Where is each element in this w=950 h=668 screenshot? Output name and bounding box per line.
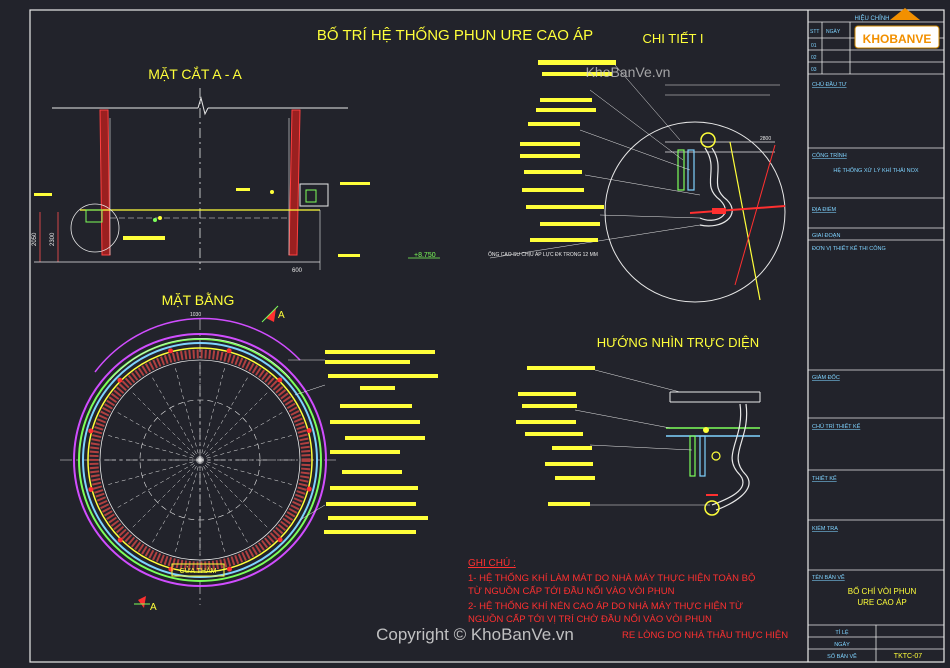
plan-view: CỬA THĂM A A 1030 xyxy=(60,305,438,613)
rev-row-1: 01 xyxy=(811,43,817,49)
nozzle-marker xyxy=(226,566,232,572)
nozzle-marker xyxy=(168,566,174,572)
rev-row-3: 03 xyxy=(811,67,817,73)
note-line-3: 2- HỆ THỐNG KHÍ NÉN CAO ÁP DO NHÀ MÁY TH… xyxy=(468,600,743,612)
section-marker-top: A xyxy=(278,310,285,321)
contractor-label: ĐƠN VỊ THIẾT KẾ THI CÔNG xyxy=(812,245,886,252)
nozzle-marker xyxy=(306,428,312,434)
notes-heading: GHI CHÚ : xyxy=(468,556,516,569)
date-label: NGÀY xyxy=(834,641,850,648)
front-view-title: HƯỚNG NHÌN TRỰC DIỆN xyxy=(597,335,759,350)
radial-line xyxy=(199,459,270,530)
revision-header: HIỆU CHỈNH xyxy=(854,14,889,22)
director-label: GIÁM ĐỐC xyxy=(812,374,840,381)
nozzle-marker xyxy=(226,348,232,354)
plan-radial-lines xyxy=(102,362,298,558)
copyright-watermark: Copyright © KhoBanVe.vn xyxy=(376,625,574,644)
drawing-name-label: TÊN BẢN VẼ xyxy=(812,573,845,581)
nozzle-marker xyxy=(277,537,283,543)
plan-nozzles xyxy=(88,348,312,572)
radial-line xyxy=(199,365,226,461)
dim-2300: 2300 xyxy=(50,232,56,246)
pipe-note: ỐNG CAO SU CHỊU ÁP LỰC ĐK TRONG 12 MM xyxy=(488,251,598,258)
radial-line xyxy=(130,390,201,461)
section-aa-title: MẶT CẮT A - A xyxy=(148,65,242,82)
radial-line xyxy=(199,410,285,461)
checker-label: KIỂM TRA xyxy=(812,525,838,532)
radial-line xyxy=(150,375,201,461)
radial-line xyxy=(105,434,201,461)
radial-line xyxy=(199,390,270,461)
drawing-name-1: BỐ CHÍ VÒI PHUN xyxy=(848,586,917,596)
manhole-label: CỬA THĂM xyxy=(180,566,217,575)
chief-designer-label: CHỦ TRÌ THIẾT KẾ xyxy=(812,423,861,430)
rev-col-stt: STT xyxy=(810,29,819,35)
radial-line xyxy=(199,434,295,461)
watermark-site: KhoBanVe.vn xyxy=(586,64,671,80)
title-block-text: HIỆU CHỈNH STT NGÀY 01 02 03 CHỦ ĐẦU TƯ … xyxy=(810,14,922,660)
radial-line xyxy=(199,459,295,486)
radial-line xyxy=(199,459,226,555)
radial-line xyxy=(199,459,285,510)
note-line-1: 1- HỆ THỐNG KHÍ LÀM MÁT DO NHÀ MÁY THỰC … xyxy=(468,572,755,584)
radial-line xyxy=(115,410,201,461)
note-line-4: NGUỒN CẤP TỚI VỊ TRÍ CHỜ ĐẦU NỐI VÀO VÒI… xyxy=(468,613,712,625)
elevation-mark: +8.750 xyxy=(414,252,436,259)
radial-line xyxy=(199,375,250,461)
logo-text: KHOBANVE xyxy=(863,32,932,46)
note-line-2: TỪ NGUỒN CẤP TỚI ĐẦU NỐI VÀO VÒI PHUN xyxy=(468,585,675,597)
section-aa-view: 2050 2300 600 +8.750 xyxy=(32,88,440,274)
rev-row-2: 02 xyxy=(811,55,817,61)
plan-dim: 1030 xyxy=(190,312,201,318)
nozzle-marker xyxy=(277,377,283,383)
plan-title: MẶT BẰNG xyxy=(162,291,235,308)
designer-label: THIẾT KẾ xyxy=(812,475,837,482)
nozzle-marker xyxy=(117,377,123,383)
nozzle-marker xyxy=(168,348,174,354)
drawing-name-2: URE CAO ÁP xyxy=(857,598,906,607)
radial-line xyxy=(130,459,201,530)
design-stage-label: GIAI ĐOẠN xyxy=(812,233,840,239)
radial-line xyxy=(199,459,250,545)
sheet-no: TKTC-07 xyxy=(894,653,923,660)
owner-label: CHỦ ĐẦU TƯ xyxy=(812,81,847,88)
front-view xyxy=(516,366,761,516)
detail-i-view: 2800 ỐNG CAO SU CHỊU ÁP LỰC ĐK TRONG 12 … xyxy=(488,60,786,303)
radial-line xyxy=(174,365,201,461)
nozzle-marker xyxy=(117,537,123,543)
detail-i-title: CHI TIẾT I xyxy=(643,31,704,46)
project-name: HỆ THỐNG XỬ LÝ KHÍ THẢI NOX xyxy=(833,166,919,174)
note-line-5: RE LÒNG DO NHÀ THẦU THỰC HIỆN xyxy=(622,630,788,641)
notes-block: GHI CHÚ : 1- HỆ THỐNG KHÍ LÀM MÁT DO NHÀ… xyxy=(468,556,788,641)
dim-2050: 2050 xyxy=(32,232,38,246)
title-block xyxy=(808,21,944,662)
scale-label: TỈ LỆ xyxy=(835,628,848,636)
section-marker-bottom: A xyxy=(150,602,157,613)
nozzle-marker xyxy=(306,486,312,492)
radial-line xyxy=(174,459,201,555)
sheet-no-label: SỐ BẢN VẼ xyxy=(827,653,857,660)
dim-600: 600 xyxy=(292,268,303,274)
radial-line xyxy=(105,459,201,486)
sheet-border xyxy=(29,9,945,663)
main-title: BỐ TRÍ HỆ THỐNG PHUN URE CAO ÁP xyxy=(317,26,593,44)
nozzle-marker xyxy=(88,428,94,434)
detail-dim: 2800 xyxy=(760,136,771,142)
radial-line xyxy=(150,459,201,545)
watermark-logo: KHOBANVE xyxy=(854,8,940,49)
project-label: CÔNG TRÌNH xyxy=(812,152,847,159)
nozzle-marker xyxy=(88,486,94,492)
radial-line xyxy=(115,459,201,510)
rev-col-date: NGÀY xyxy=(826,28,841,35)
location-label: ĐỊA ĐIỂM xyxy=(812,206,837,213)
